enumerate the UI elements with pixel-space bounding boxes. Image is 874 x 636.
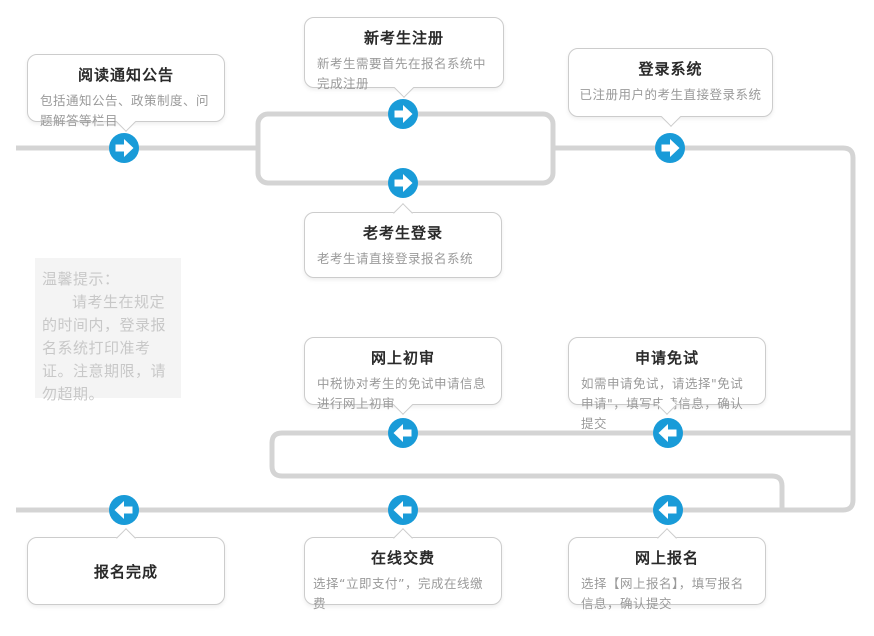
flow-node-new-register: 新考生注册 新考生需要首先在报名系统中完成注册 (304, 17, 504, 98)
tips-heading: 温馨提示： (42, 270, 120, 288)
tips-body: 请考生在规定的时间内，登录报名系统打印准考证。注意期限，请勿超期。 (42, 293, 167, 403)
flow-arrow-left-icon (653, 495, 683, 525)
node-title: 申请免试 (634, 349, 699, 367)
node-body: 新考生需要首先在报名系统中完成注册 (317, 56, 487, 91)
tips-note: 温馨提示： 请考生在规定的时间内，登录报名系统打印准考证。注意期限，请勿超期。 (35, 258, 181, 403)
flow-node-login-system: 登录系统 已注册用户的考生直接登录系统 (568, 48, 773, 127)
node-title: 登录系统 (638, 60, 703, 78)
flow-arrow-left-icon (109, 495, 139, 525)
node-title: 新考生注册 (363, 29, 444, 47)
line-main-right-bottom (16, 145, 856, 513)
node-title: 在线交费 (370, 549, 435, 567)
flow-node-online-register: 网上报名 选择【网上报名】，填写报名信息，确认提交 (568, 527, 766, 611)
flow-node-register-done: 报名完成 (27, 527, 225, 605)
line-exemption-loop (269, 430, 853, 508)
node-title: 网上初审 (370, 349, 435, 367)
node-body: 选择【网上报名】，填写报名信息，确认提交 (581, 576, 744, 611)
node-body: 已注册用户的考生直接登录系统 (579, 87, 762, 102)
flow-arrow-right-icon (655, 133, 685, 163)
flow-arrow-left-icon (388, 418, 418, 448)
node-title: 老考生登录 (362, 224, 443, 242)
flow-node-apply-exemption: 申请免试 如需申请免试，请选择"免试申请"，填写申请信息，确认提交 (568, 337, 766, 431)
node-body: 中税协对考生的免试申请信息进行网上初审 (317, 376, 487, 411)
flow-node-online-review: 网上初审 中税协对考生的免试申请信息进行网上初审 (304, 337, 502, 415)
node-body: 选择“立即支付”，完成在线缴费 (313, 576, 483, 611)
flow-arrow-right-icon (388, 168, 418, 198)
flow-arrow-right-icon (109, 133, 139, 163)
flow-arrow-left-icon (388, 495, 418, 525)
node-body: 老考生请直接登录报名系统 (317, 251, 474, 266)
node-title: 阅读通知公告 (77, 66, 174, 84)
flow-node-old-login: 老考生登录 老考生请直接登录报名系统 (304, 202, 502, 278)
flow-node-read-notice: 阅读通知公告 包括通知公告、政策制度、问题解答等栏目 (27, 54, 225, 132)
flow-arrow-left-icon (653, 418, 683, 448)
node-body: 包括通知公告、政策制度、问题解答等栏目 (40, 93, 210, 128)
flow-arrow-right-icon (388, 99, 418, 129)
flow-node-online-pay: 在线交费 选择“立即支付”，完成在线缴费 (304, 527, 502, 611)
node-title: 网上报名 (634, 549, 699, 567)
node-title: 报名完成 (93, 562, 158, 581)
